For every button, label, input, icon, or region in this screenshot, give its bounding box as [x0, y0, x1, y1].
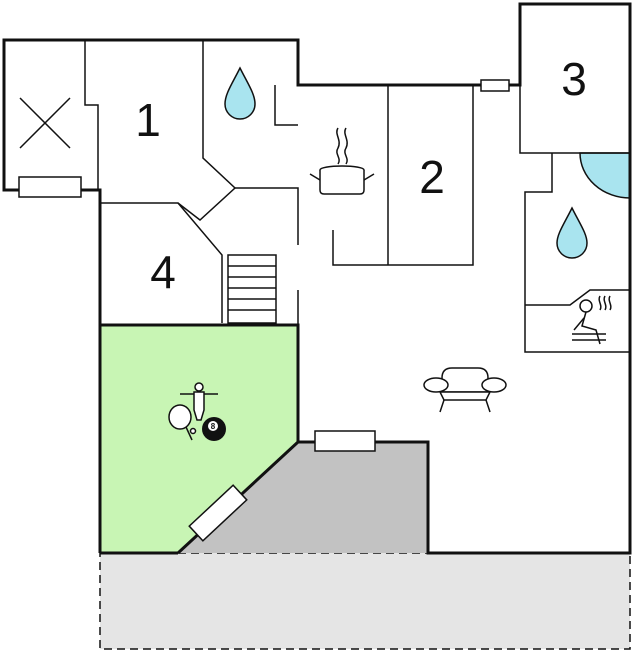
window	[480, 79, 510, 92]
water-drop-icon	[224, 66, 256, 120]
table-tennis-icon	[168, 404, 197, 441]
table-football-icon	[180, 382, 218, 421]
outdoor-area	[99, 552, 631, 650]
windows	[18, 79, 510, 542]
billiard-ball-number: 8	[211, 422, 216, 431]
room-1-label: 1	[135, 94, 161, 146]
sauna-person-icon	[572, 295, 612, 345]
cooking-pot-icon	[309, 127, 375, 195]
cross-icon	[19, 97, 71, 149]
shower-glass	[579, 152, 631, 199]
water-drop-icon	[556, 206, 588, 259]
room-4-label: 4	[150, 246, 176, 298]
stairs	[227, 254, 277, 324]
window	[18, 176, 82, 198]
sofa-icon	[423, 367, 507, 413]
room-3-label: 3	[561, 53, 587, 105]
window	[188, 484, 248, 542]
room-2-label: 2	[419, 151, 445, 203]
window	[314, 430, 376, 452]
terrace	[178, 442, 428, 553]
game-room	[100, 325, 298, 553]
billiard-ball-icon: 8	[202, 417, 226, 441]
interior-walls	[3, 40, 630, 353]
